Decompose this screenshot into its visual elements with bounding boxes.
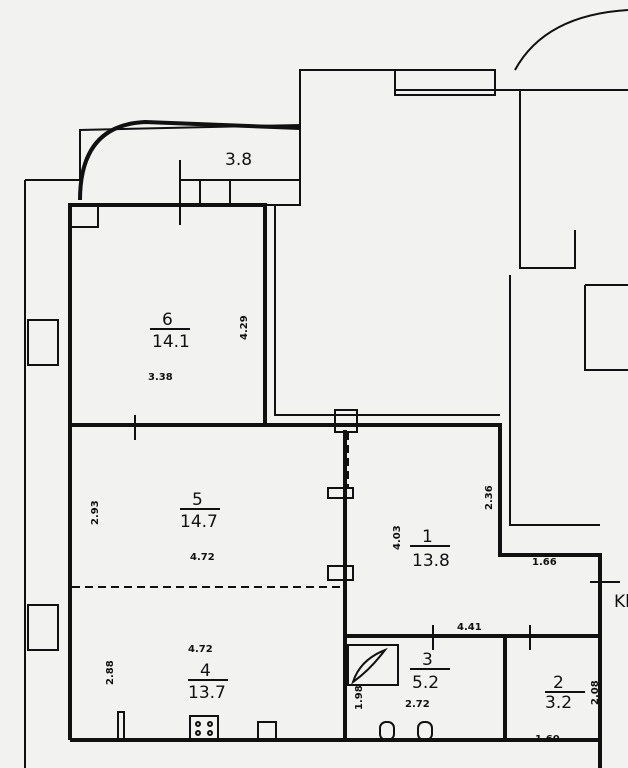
room-1-length: 4.03 <box>392 525 403 550</box>
room-1-corridor-width: 1.66 <box>532 557 557 568</box>
toilet-icon <box>379 721 395 741</box>
room-4-area: 13.7 <box>188 683 226 703</box>
room-4-number: 4 <box>200 661 211 681</box>
fixtures <box>117 644 433 741</box>
room-5-number: 5 <box>192 490 203 510</box>
room-3-area: 5.2 <box>412 673 439 693</box>
room-4-length: 2.88 <box>105 660 116 685</box>
room-5-width: 4.72 <box>190 552 215 563</box>
sink-icon <box>417 721 433 741</box>
room-4-width: 4.72 <box>188 644 213 655</box>
room-6-width: 3.38 <box>148 372 173 383</box>
room-2-area: 3.2 <box>545 693 572 713</box>
dashed-partitions <box>72 432 349 588</box>
fridge-icon <box>257 721 277 741</box>
room-6-length: 4.29 <box>239 315 250 340</box>
stove-icon <box>189 715 219 741</box>
room-2-number: 2 <box>553 673 564 693</box>
bathtub-icon <box>351 647 388 685</box>
room-3-length: 1.98 <box>354 685 365 710</box>
room-1-corridor-length: 2.36 <box>484 485 495 510</box>
room-6-number: 6 <box>162 310 173 330</box>
walls <box>24 9 628 768</box>
room-5-area: 14.7 <box>180 512 218 532</box>
bathroom-frame <box>347 644 399 686</box>
room-1-number: 1 <box>422 527 433 547</box>
room-2-width: 1.60 <box>535 734 560 745</box>
room-2-length: 2.08 <box>590 680 601 705</box>
balcony-area: 3.8 <box>225 150 252 170</box>
room-5-length: 2.93 <box>90 500 101 525</box>
room-6-area: 14.1 <box>152 332 190 352</box>
room-3-number: 3 <box>422 650 433 670</box>
edge-label: Kl <box>614 592 628 612</box>
room-1-width: 4.41 <box>457 622 482 633</box>
room-1-area: 13.8 <box>412 551 450 571</box>
room-3-width: 2.72 <box>405 699 430 710</box>
